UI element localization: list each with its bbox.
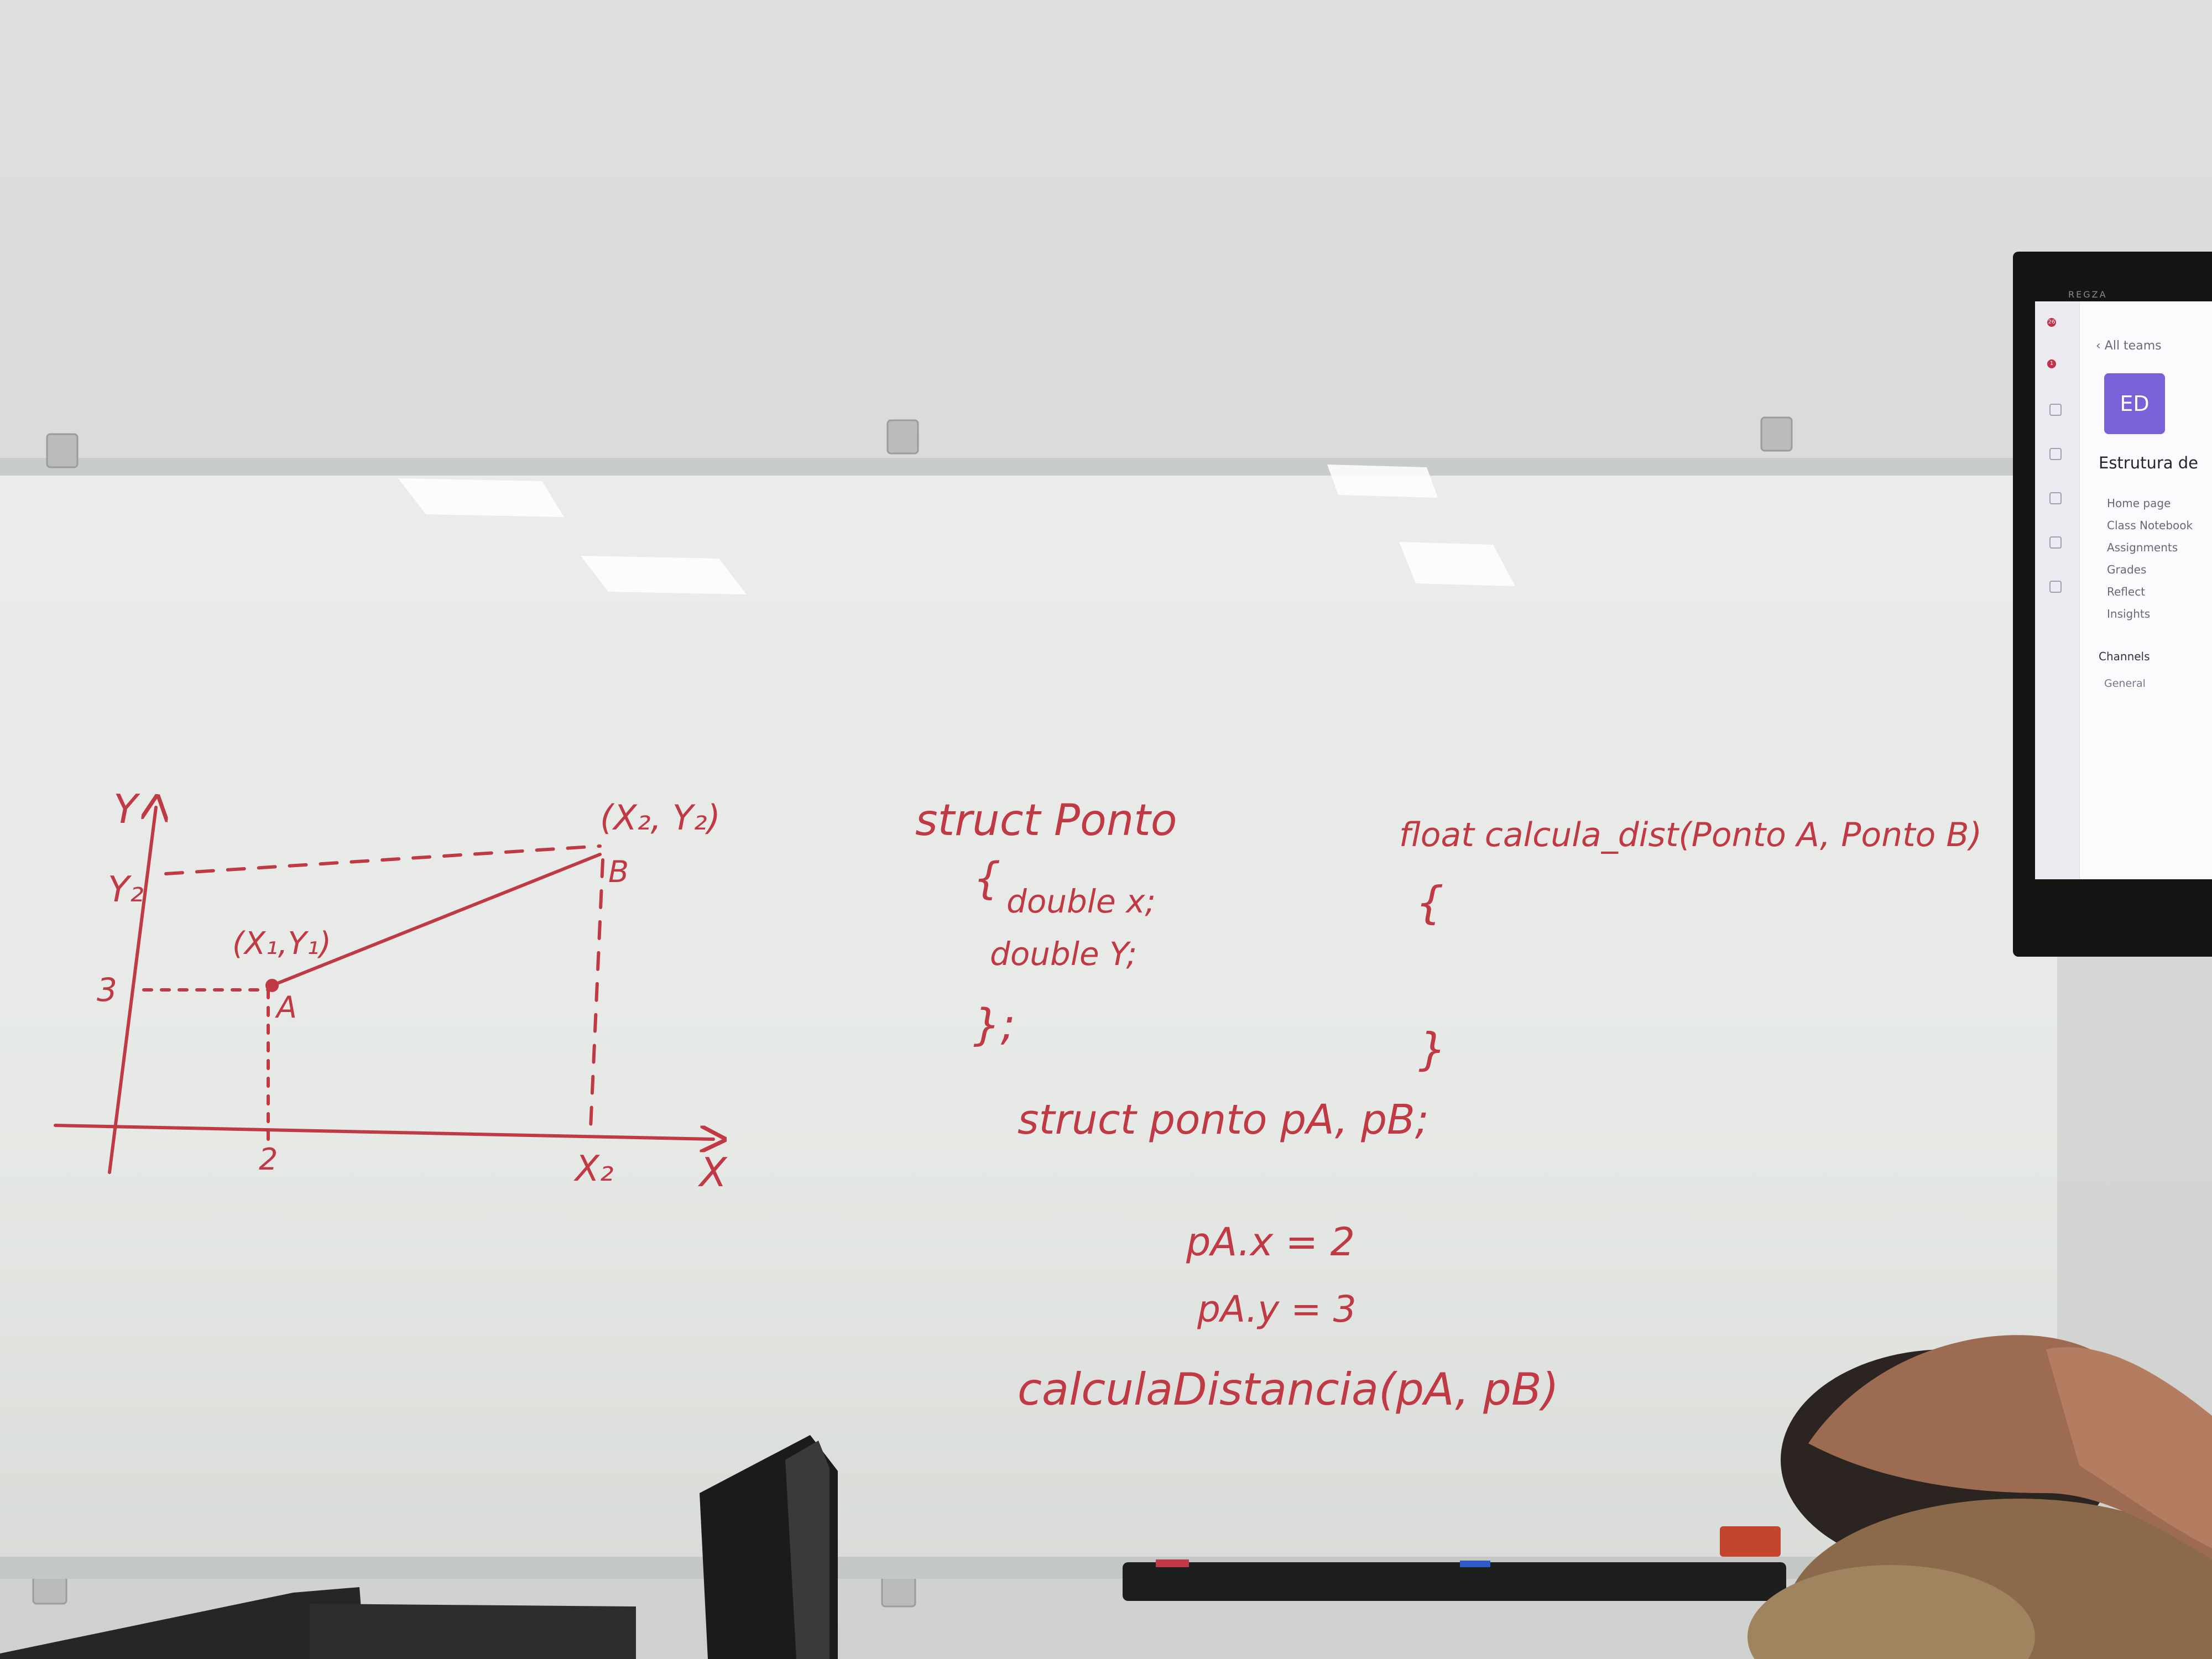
y2-tick-label: Y₂ (108, 869, 144, 910)
function-code: float calcula_dist(Ponto A, Ponto B) { } (1399, 816, 1982, 1075)
marker-tray (1123, 1562, 1786, 1601)
nav-class-notebook[interactable]: Class Notebook (2107, 519, 2193, 532)
assign-x-line: pA.x = 2 (1186, 1219, 1355, 1265)
struct-line-2: { (973, 854, 1001, 904)
function-signature: float calcula_dist(Ponto A, Ponto B) (1399, 816, 1982, 854)
point-a-label: A (275, 990, 297, 1025)
function-close-brace: } (1418, 1024, 1447, 1075)
team-nav: Home page Class Notebook Assignments Gra… (2107, 492, 2193, 625)
person-head (1720, 1335, 2212, 1659)
all-teams-link[interactable]: ‹ All teams (2096, 339, 2162, 353)
light-reflections (398, 465, 1515, 594)
files-icon[interactable] (2049, 581, 2062, 593)
board-mount-clips (32, 416, 1793, 1608)
nav-grades[interactable]: Grades (2107, 563, 2147, 576)
y2-dashed-guide (164, 844, 602, 875)
point-b-coords: (X₂, Y₂) (600, 797, 721, 838)
calendar-icon[interactable] (2049, 492, 2062, 504)
tv-screen-teams: 26 1 ‹ All teams ED Estrutura de Home pa… (2035, 301, 2212, 879)
x2-tick-label: X₂ (573, 1149, 614, 1190)
assignments-icon[interactable] (2049, 448, 2062, 460)
alert-badge[interactable]: 1 (2047, 359, 2056, 368)
struct-line-1: struct Ponto (915, 796, 1177, 846)
graph-labels: Y X Y₂ 3 2 X₂ A (X₁,Y₁) B (X₂, Y₂) (97, 786, 728, 1196)
team-avatar: ED (2104, 373, 2165, 434)
channel-general[interactable]: General (2104, 677, 2146, 690)
struct-line-3: double x; (1006, 883, 1156, 920)
segment-ab (270, 853, 602, 987)
nav-insights[interactable]: Insights (2107, 607, 2151, 620)
tv-brand-logo: REGZA (2068, 289, 2107, 300)
x-axis-line (54, 1124, 713, 1139)
marker-blue (1460, 1561, 1490, 1567)
point-b-label: B (608, 854, 629, 889)
desk-partitions (0, 1587, 636, 1659)
whiteboard (0, 476, 2057, 1559)
x1-tick-label: 2 (259, 1142, 278, 1177)
nav-home-page[interactable]: Home page (2107, 497, 2171, 510)
function-open-brace: { (1416, 877, 1444, 928)
nav-assignments[interactable]: Assignments (2107, 541, 2178, 554)
teams-app-rail: 26 1 (2035, 301, 2080, 879)
graph (54, 807, 713, 1174)
point-a-coords: (X₁,Y₁) (232, 926, 331, 962)
y-axis-line (108, 807, 156, 1174)
struct-code: struct Ponto { double x; double Y; }; (915, 796, 1177, 1050)
computer-monitor (700, 1435, 838, 1659)
y-axis-label: Y (113, 786, 140, 832)
team-name: Estrutura de (2099, 453, 2199, 472)
x2-dashed-guide (589, 858, 604, 1130)
channels-heading: Channels (2099, 650, 2150, 663)
marker-red (1156, 1559, 1189, 1567)
assign-y-line: pA.y = 3 (1197, 1288, 1357, 1331)
nav-reflect[interactable]: Reflect (2107, 585, 2146, 598)
activity-badge[interactable]: 26 (2047, 318, 2056, 327)
call-line: calculaDistancia(pA, pB) (1018, 1364, 1559, 1415)
struct-line-4: double Y; (990, 935, 1137, 973)
struct-line-5: }; (973, 1000, 1015, 1050)
point-a-dot (265, 979, 279, 992)
calls-icon[interactable] (2049, 536, 2062, 549)
wall-tv: REGZA 26 1 ‹ All teams ED Estrutura de H… (2013, 252, 2212, 957)
x-axis-label: X (697, 1149, 728, 1196)
teams-icon[interactable] (2049, 404, 2062, 416)
declaration-line: struct ponto pA, pB; (1018, 1096, 1429, 1144)
y1-tick-label: 3 (97, 971, 117, 1009)
